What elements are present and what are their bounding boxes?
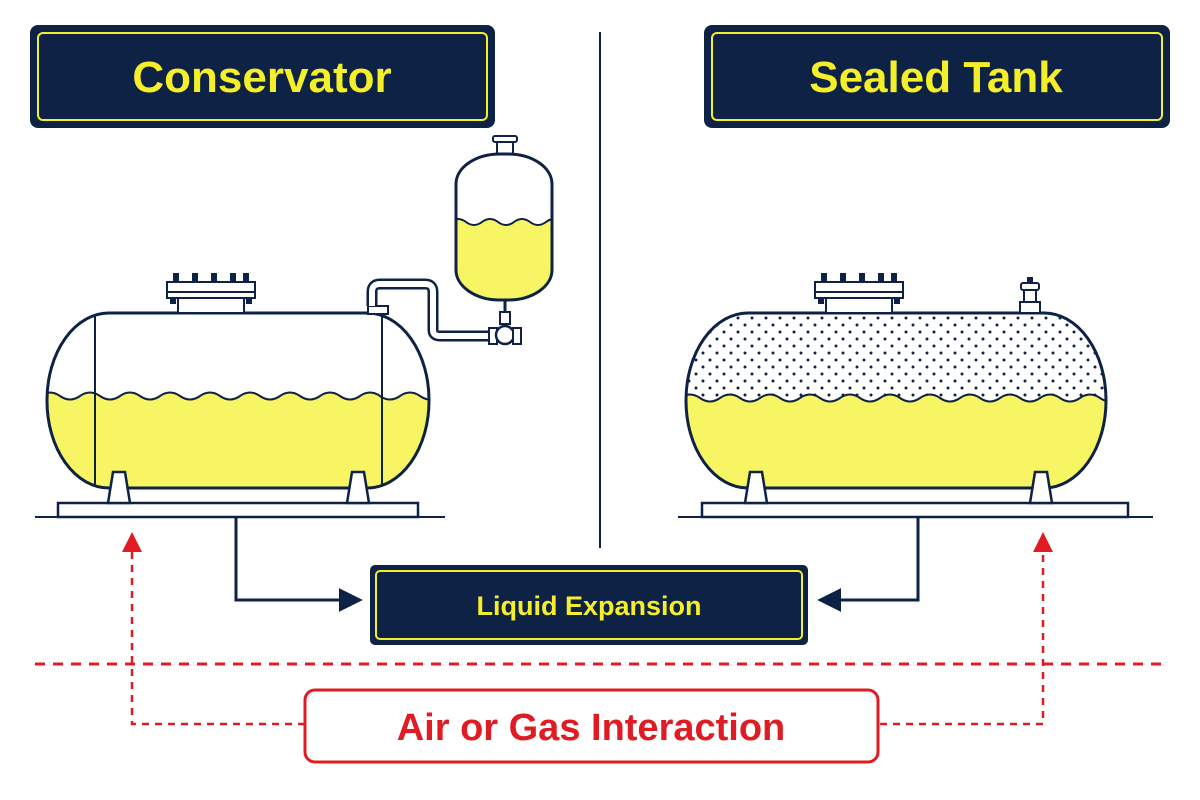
left-support-2 [345, 470, 371, 505]
conservator-pipe [366, 278, 490, 342]
conservator-system [35, 135, 554, 519]
conservator-vessel [454, 135, 554, 302]
pressure-relief-valve-icon [1019, 277, 1041, 314]
left-support-1 [106, 470, 132, 505]
right-support-2 [1028, 470, 1054, 505]
sealed-tank-system [678, 273, 1153, 519]
manhole-flange-icon [814, 273, 904, 314]
left-main-tank [45, 311, 431, 490]
liquid-expansion-connectors [234, 518, 920, 612]
left-base-plinth [56, 501, 420, 519]
air-gas-connectors [122, 532, 1053, 726]
liquid-expansion-box: Liquid Expansion [370, 565, 808, 645]
conservator-title: Conservator [132, 53, 391, 102]
right-support-1 [743, 470, 769, 505]
sealed-tank-title-box: Sealed Tank [704, 25, 1170, 128]
valve-icon [488, 300, 522, 346]
air-gas-interaction-box: Air or Gas Interaction [303, 688, 880, 764]
sealed-tank-title: Sealed Tank [809, 53, 1063, 102]
air-gas-interaction-label: Air or Gas Interaction [397, 707, 786, 749]
liquid-expansion-label: Liquid Expansion [476, 591, 701, 621]
gas-space-dots [686, 313, 1106, 405]
conservator-title-box: Conservator [30, 25, 495, 128]
right-main-tank [684, 311, 1108, 490]
manhole-flange-icon [166, 273, 256, 314]
right-base-plinth [700, 501, 1130, 519]
